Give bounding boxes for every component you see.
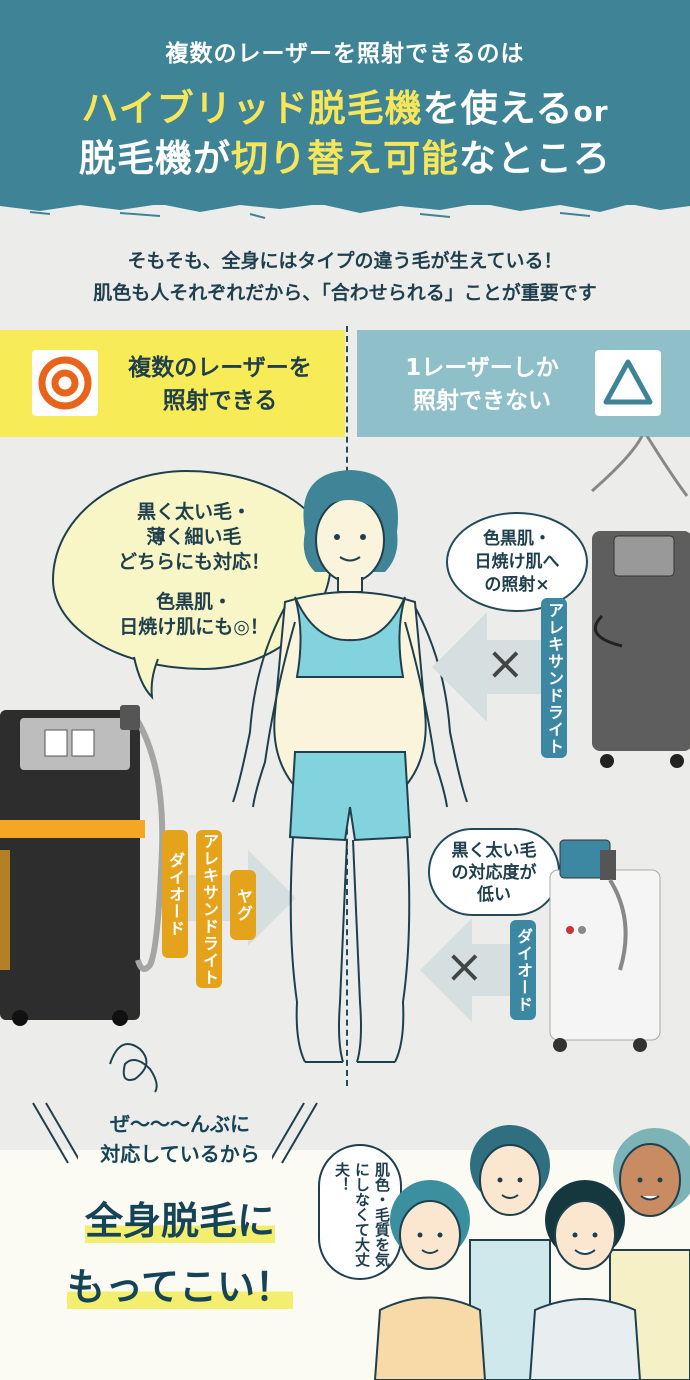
- header-use-text: を使える: [422, 87, 574, 130]
- right-note1-text: 色黒肌・ 日焼け肌へ の照射×: [448, 528, 586, 597]
- intro-line1: そもそも、全身にはタイプの違う毛が生えている！: [127, 250, 563, 272]
- note1-line2: 日焼け肌へ: [474, 552, 560, 572]
- hybrid-laser-machine-image: [0, 705, 166, 1026]
- bubble-line5: 日焼け肌にも◎！: [119, 616, 269, 638]
- tag-alexandrite: アレキサンドライト: [196, 830, 222, 988]
- bubble-hair-text: 黒く太い毛・ 薄く細い毛 どちらにも対応！: [54, 500, 334, 575]
- left-slash-lines: [32, 1102, 78, 1164]
- note1-line1: 色黒肌・: [483, 529, 551, 549]
- left-title-line1: 複数のレーザーを: [128, 355, 312, 381]
- body-figure-illustration: [232, 470, 468, 1063]
- right-panel-header: 1レーザーしか 照射できない: [357, 330, 690, 437]
- header-line1: 複数のレーザーを照射できるのは: [165, 41, 525, 67]
- triangle-icon: [595, 350, 661, 416]
- note2-line2: の対応度が: [451, 863, 537, 883]
- torn-edge-decoration: [0, 196, 690, 219]
- diode-laser-machine-image: [549, 839, 661, 1052]
- alexandrite-laser-machine-image: [591, 436, 690, 768]
- bottom-sub-line2: 対応しているから: [100, 1142, 260, 1166]
- right-note1-bubble: 色黒肌・ 日焼け肌へ の照射×: [446, 512, 588, 612]
- bubble-line4: 色黒肌・: [155, 591, 232, 613]
- header-line2: ハイブリッド脱毛機を使えるor: [0, 78, 690, 132]
- right-panel-title: 1レーザーしか 照射できない: [377, 352, 587, 418]
- cross-mark-bottom: ×: [445, 939, 484, 993]
- tag-diode-right: ダイオード: [510, 920, 536, 1020]
- bubble-line1: 黒く太い毛・: [136, 501, 251, 523]
- swirl-decoration: [109, 1043, 158, 1093]
- tag-diode: ダイオード: [162, 830, 188, 958]
- intro-line2: 肌色も人それぞれだから、「合わせられる」ことが重要です: [93, 282, 597, 304]
- bottom-main-line2: もってこい！: [20, 1256, 340, 1311]
- group-speech-bubble: 肌色・毛質を気にしなくて大丈夫！: [318, 1144, 402, 1280]
- right-arrow-bottom: [420, 918, 535, 1022]
- bubble-line2: 薄く細い毛: [146, 526, 242, 548]
- double-circle-icon: [32, 350, 98, 416]
- header-or-text: or: [573, 95, 609, 128]
- header-hybrid-text: ハイブリッド脱毛機: [81, 87, 423, 130]
- cross-mark-top: ×: [486, 636, 525, 690]
- bottom-main-line1: 全身脱毛に: [20, 1190, 340, 1245]
- left-panel-header: 複数のレーザーを 照射できる: [0, 330, 345, 437]
- right-arrow-top: [432, 612, 552, 722]
- bubble-tail: [133, 656, 159, 700]
- note2-line1: 黒く太い毛: [451, 841, 537, 861]
- bottom-sub-line1: ぜ〜〜〜んぶに: [110, 1112, 250, 1136]
- header-banner: 複数のレーザーを照射できるのは ハイブリッド脱毛機を使えるor 脱毛機が切り替え…: [0, 0, 690, 205]
- group-of-people-illustration: [373, 1125, 690, 1380]
- right-note2-text: 黒く太い毛 の対応度が 低い: [430, 840, 558, 906]
- tag-yag: ヤグ: [230, 870, 256, 940]
- main-line1-text: 全身脱毛に: [84, 1199, 275, 1243]
- note1-line3: の照射×: [484, 575, 550, 595]
- right-note2-bubble: 黒く太い毛 の対応度が 低い: [428, 828, 560, 916]
- main-line2-text: もってこい！: [66, 1265, 294, 1309]
- left-title-line2: 照射できる: [162, 388, 278, 414]
- header-line3: 脱毛機が切り替え可能なところ: [0, 128, 690, 182]
- right-slash-lines: [272, 1102, 318, 1164]
- left-panel-title: 複数のレーザーを 照射できる: [110, 352, 330, 418]
- right-title-line2: 照射できない: [413, 388, 551, 414]
- tag-alexandrite-right: アレキサンドライト: [541, 598, 567, 758]
- header-machine-text: 脱毛機が: [79, 137, 231, 180]
- header-switch-text: 切り替え可能: [231, 137, 459, 180]
- bubble-skin-text: 色黒肌・ 日焼け肌にも◎！: [54, 590, 334, 640]
- bubble-line3: どちらにも対応！: [117, 551, 270, 573]
- header-end-text: なところ: [459, 137, 611, 180]
- right-title-line1: 1レーザーしか: [405, 355, 559, 381]
- group-speech-text: 肌色・毛質を気にしなくて大丈夫！: [333, 1162, 391, 1267]
- note2-line3: 低い: [477, 885, 511, 905]
